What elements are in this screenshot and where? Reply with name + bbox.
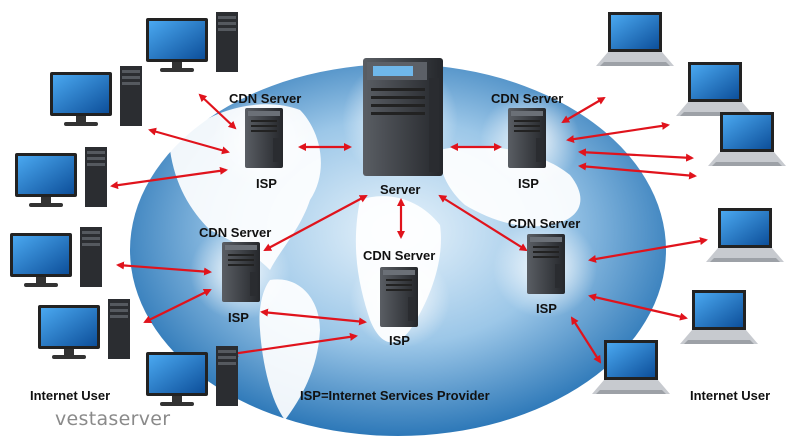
arrow-link — [588, 293, 688, 321]
arrow-link — [198, 93, 237, 130]
desktop-computer-icon — [15, 147, 107, 207]
arrow-link — [570, 316, 602, 364]
isp-label: ISP — [256, 176, 277, 191]
internet-user-label: Internet User — [30, 388, 111, 403]
arrow-link — [263, 195, 368, 251]
arrow-link — [116, 261, 212, 276]
arrow-link — [578, 162, 697, 180]
arrow-link — [438, 194, 528, 252]
server-label: Server — [380, 182, 421, 197]
cdn-server-label: CDN Server — [491, 91, 564, 106]
laptop-icon — [596, 12, 674, 66]
arrow-link — [148, 127, 230, 155]
cdn-server-icon — [222, 242, 260, 302]
arrow-link — [561, 96, 606, 124]
desktop-computer-icon — [146, 12, 238, 72]
arrow-link — [143, 289, 212, 323]
connection-arrows — [110, 93, 708, 364]
cdn-server-icon — [380, 267, 418, 327]
watermark: vestaserver — [55, 408, 171, 430]
cdn-server-icon — [245, 108, 283, 168]
arrow-link — [230, 332, 358, 358]
cdn-server-icon — [508, 108, 546, 168]
laptop-icon — [680, 290, 758, 344]
laptop-icon — [706, 208, 784, 262]
main-server-icon — [363, 58, 443, 176]
desktop-computer-icon — [38, 299, 130, 359]
isp-label: ISP — [228, 310, 249, 325]
arrow-link — [260, 308, 367, 326]
cdn-server-label: CDN Server — [229, 91, 302, 106]
desktop-computer-icon — [10, 227, 102, 287]
cdn-server-label: CDN Server — [508, 216, 581, 231]
arrow-link — [578, 148, 694, 162]
arrow-link — [566, 121, 670, 144]
internet-user-label: Internet User — [690, 388, 771, 403]
isp-label: ISP — [518, 176, 539, 191]
arrow-link — [110, 166, 228, 190]
desktop-computer-icon — [146, 346, 238, 406]
desktop-computer-icon — [50, 66, 142, 126]
legend-text: ISP=Internet Services Provider — [300, 388, 490, 403]
isp-label: ISP — [389, 333, 410, 348]
cdn-server-label: CDN Server — [199, 225, 272, 240]
cdn-server-icon — [527, 234, 565, 294]
laptop-icon — [676, 62, 754, 116]
arrow-link — [588, 237, 708, 263]
isp-label: ISP — [536, 301, 557, 316]
cdn-server-label: CDN Server — [363, 248, 436, 263]
laptop-icon — [708, 112, 786, 166]
